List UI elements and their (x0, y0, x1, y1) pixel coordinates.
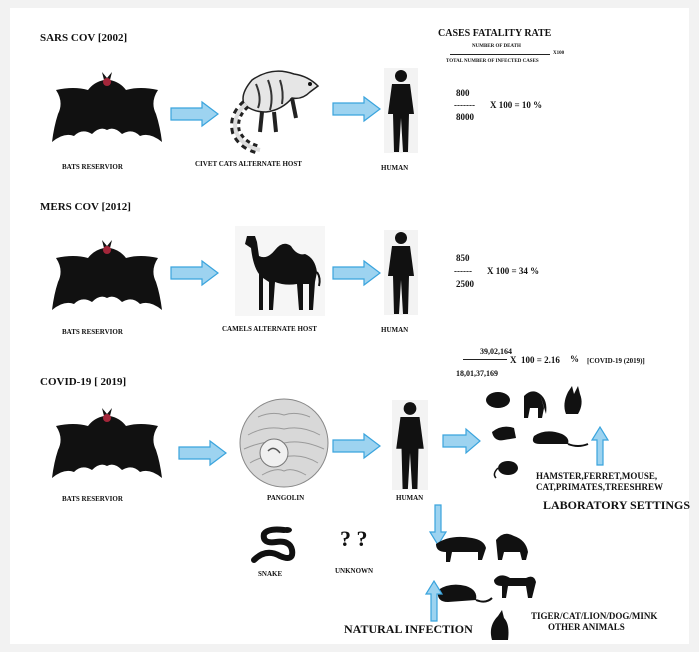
mers-host-label: CAMELS ALTERNATE HOST (222, 325, 317, 333)
covid-bat-label: BATS RESERVIOR (62, 495, 123, 503)
cfr-title: CASES FATALITY RATE (438, 28, 551, 39)
covid-tag: [COVID-19 (2019)] (587, 357, 645, 365)
mers-result: X 100 = 34 % (487, 266, 539, 276)
sars-dash: ------- (454, 100, 475, 110)
sars-title: SARS COV [2002] (40, 32, 127, 44)
natural-animals-text: TIGER/CAT/LION/DOG/MINK (531, 611, 657, 621)
covid-numerator: 39,02,164 (480, 347, 512, 356)
camel-icon (235, 226, 325, 316)
sars-bat-icon (50, 68, 165, 153)
snake-label: SNAKE (258, 570, 282, 578)
question-marks: ? ? (340, 526, 368, 552)
pangolin-icon (236, 395, 332, 491)
mers-bat-label: BATS RESERVIOR (62, 328, 123, 336)
cfr-numerator: NUMBER OF DEATH (472, 44, 521, 49)
mers-human-label: HUMAN (381, 326, 408, 334)
mers-numerator: 850 (456, 253, 470, 263)
sars-human-label: HUMAN (381, 164, 408, 172)
arrow-icon (442, 428, 482, 454)
sars-host-label: CIVET CATS ALTERNATE HOST (195, 160, 302, 168)
lab-animals-text: HAMSTER,FERRET,MOUSE, (536, 471, 657, 481)
sars-result: X 100 = 10 % (490, 100, 542, 110)
snake-icon (250, 526, 302, 566)
unknown-label: UNKNOWN (335, 567, 373, 575)
cfr-fraction-line (450, 54, 550, 55)
natural-animals-text-2: OTHER ANIMALS (548, 622, 625, 632)
cfr-denominator: TOTAL NUMBER OF INFECTED CASES (446, 59, 539, 64)
sars-numerator: 800 (456, 88, 470, 98)
diagram-canvas: SARS COV [2002] BATS RESERVIOR CIVET CAT… (10, 8, 689, 644)
human-icon (392, 400, 428, 490)
lab-title: LABORATORY SETTINGS (543, 498, 690, 513)
sars-denominator: 8000 (456, 112, 474, 122)
covid-denominator: 18,01,37,169 (456, 369, 498, 378)
mers-denominator: 2500 (456, 279, 474, 289)
lab-animals-icon (484, 386, 594, 482)
mers-bat-icon (50, 236, 165, 321)
covid-fraction-line (463, 359, 507, 360)
covid-percent: % (570, 354, 579, 364)
arrow-icon (332, 433, 382, 459)
arrow-icon (170, 101, 220, 127)
covid-bat-icon (50, 404, 165, 489)
civet-cat-icon (222, 58, 322, 158)
covid-human-label: HUMAN (396, 494, 423, 502)
arrow-icon (332, 96, 382, 122)
arrow-icon (178, 440, 228, 466)
covid-result-x: X (510, 355, 517, 365)
sars-bat-label: BATS RESERVIOR (62, 163, 123, 171)
natural-title: NATURAL INFECTION (344, 622, 473, 637)
up-arrow-icon (591, 426, 609, 466)
cfr-times: X100 (553, 51, 564, 56)
covid-title: COVID-19 [ 2019] (40, 376, 126, 388)
lab-animals-text-2: CAT,PRIMATES,TREESHREW (536, 482, 663, 492)
mers-title: MERS COV [2012] (40, 201, 131, 213)
covid-host-label: PANGOLIN (267, 494, 304, 502)
human-icon (384, 230, 418, 315)
arrow-icon (170, 260, 220, 286)
up-arrow-icon (425, 580, 443, 622)
mers-dash: ------ (454, 266, 472, 276)
human-icon (384, 68, 418, 153)
covid-result: 100 = 2.16 (521, 355, 560, 365)
arrow-icon (332, 260, 382, 286)
